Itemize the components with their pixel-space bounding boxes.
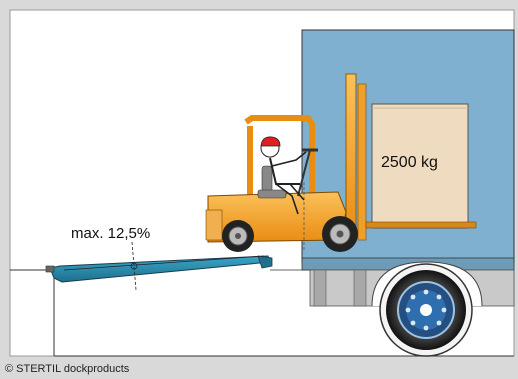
load-weight-label: 2500 kg	[381, 154, 438, 171]
truck-wheel-icon	[380, 264, 472, 356]
copyright-notice: © STERTIL dockproducts	[5, 363, 129, 375]
slope-label: max. 12,5%	[71, 225, 150, 242]
